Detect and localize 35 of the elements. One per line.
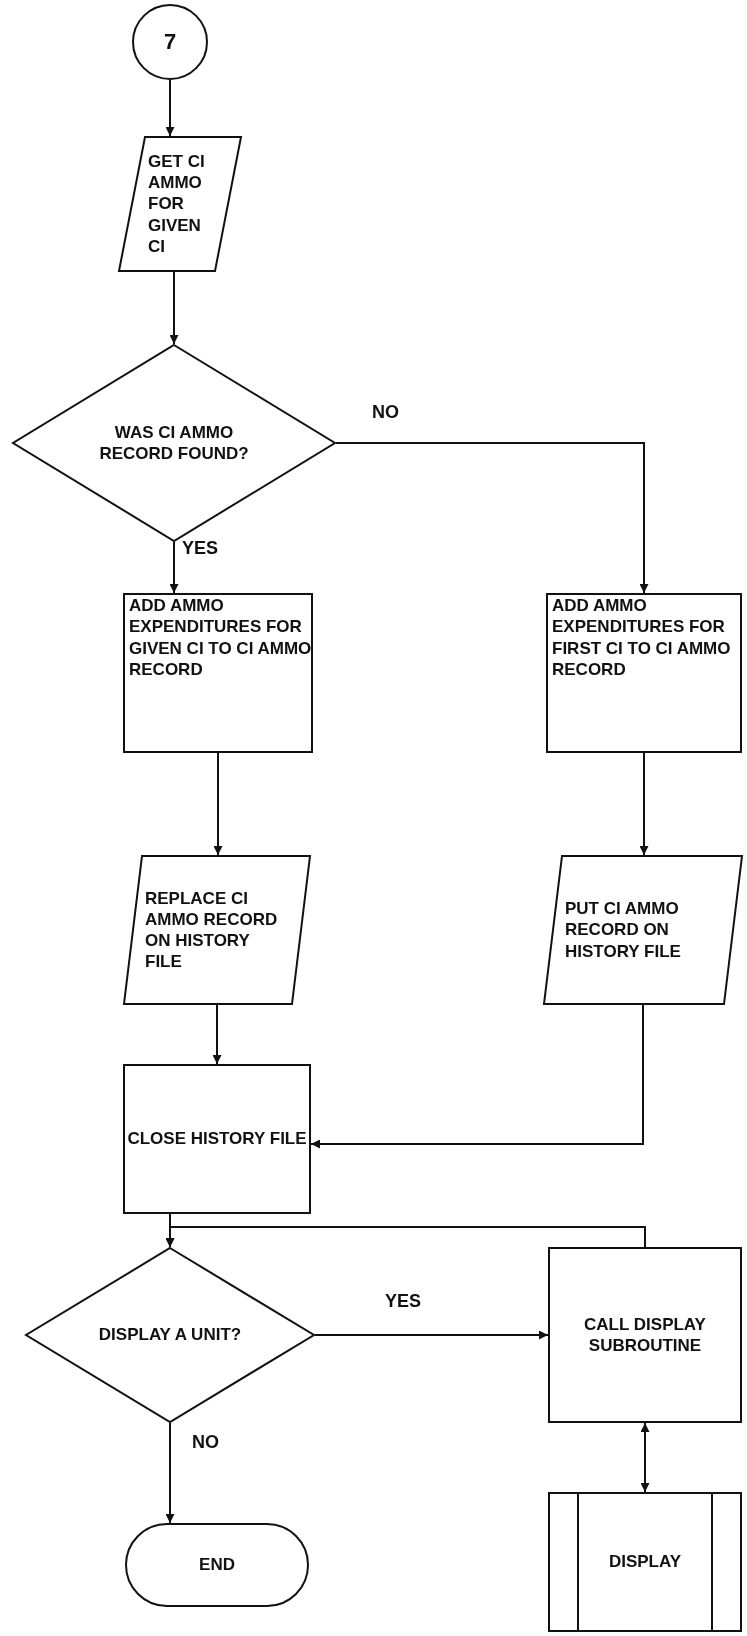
decision-diamond: [12, 344, 336, 542]
flow-arrow: [212, 1004, 222, 1065]
node-text: DISPLAY A UNIT?: [98, 1324, 242, 1346]
node-text: PUT CI AMMO RECORD ON HISTORY FILE: [564, 898, 682, 962]
flow-arrow: [165, 1422, 175, 1524]
input-output-parallelogram: [543, 855, 743, 1005]
input-output-parallelogram: [118, 136, 242, 272]
node-text: ADD AMMO EXPENDITURES FOR FIRST CI TO CI AMMO RECORD: [551, 595, 732, 680]
node-text: CLOSE HISTORY FILE: [127, 1128, 307, 1150]
input-output-parallelogram: [123, 855, 311, 1005]
node-text: ADD AMMO EXPENDITURES FOR GIVEN CI TO CI AMMO RECORD: [128, 595, 313, 680]
flow-arrow: [213, 752, 223, 856]
flow-arrow: [310, 1004, 644, 1149]
node-text: END: [199, 1554, 235, 1576]
flow-arrow: [169, 541, 179, 594]
connector-circle: [132, 4, 208, 80]
node-text: GET CI AMMO FOR GIVEN CI: [147, 150, 206, 258]
process-box: [123, 593, 313, 753]
node-text: DISPLAY: [608, 1551, 682, 1573]
process-box: [546, 593, 742, 753]
flow-arrow: [169, 271, 179, 345]
decision-diamond: [25, 1247, 315, 1423]
flow-arrow: [314, 1330, 549, 1340]
node-text: REPLACE CI AMMO RECORD ON HISTORY FILE: [144, 887, 279, 973]
node-text: WAS CI AMMO RECORD FOUND?: [98, 421, 250, 465]
process-box: [123, 1064, 311, 1214]
flow-arrow: [640, 1422, 650, 1493]
display-symbol: [548, 1492, 742, 1632]
flow-arrow: [165, 79, 175, 137]
flow-arrow: [639, 752, 649, 856]
flow-arrow: [165, 1226, 646, 1248]
process-box: [548, 1247, 742, 1423]
node-text: CALL DISPLAY SUBROUTINE: [583, 1313, 707, 1357]
flow-arrow: [335, 442, 649, 594]
node-text: 7: [163, 28, 177, 56]
